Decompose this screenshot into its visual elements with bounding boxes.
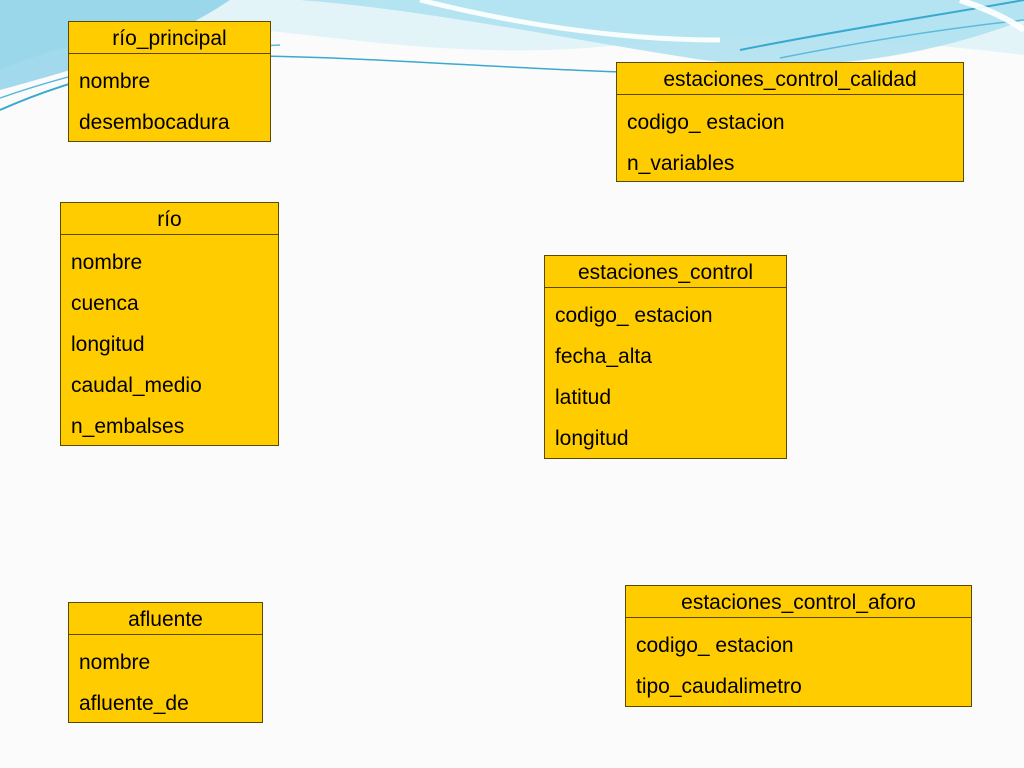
attribute-list: codigo_ estacion tipo_caudalimetro bbox=[626, 618, 971, 707]
attribute: caudal_medio bbox=[71, 374, 202, 397]
entity-estaciones-control: estaciones_control codigo_ estacion fech… bbox=[544, 255, 787, 459]
entity-title: estaciones_control_aforo bbox=[626, 586, 971, 618]
attribute: afluente_de bbox=[79, 692, 189, 715]
attribute: tipo_caudalimetro bbox=[636, 675, 802, 698]
attribute: desembocadura bbox=[79, 111, 230, 134]
attribute: n_embalses bbox=[71, 415, 185, 438]
attribute: nombre bbox=[71, 251, 143, 274]
entity-title: estaciones_control_calidad bbox=[617, 63, 963, 95]
attribute: nombre bbox=[79, 651, 151, 674]
attribute: codigo_ estacion bbox=[627, 111, 785, 134]
entity-estaciones-control-aforo: estaciones_control_aforo codigo_ estacio… bbox=[625, 585, 972, 707]
entity-rio: río nombre cuenca longitud caudal_medio … bbox=[60, 202, 279, 446]
attribute: cuenca bbox=[71, 292, 139, 315]
entity-title: estaciones_control bbox=[545, 256, 786, 288]
attribute-list: nombre cuenca longitud caudal_medio n_em… bbox=[61, 235, 278, 447]
attribute-list: nombre afluente_de bbox=[69, 635, 262, 724]
entity-afluente: afluente nombre afluente_de bbox=[68, 602, 263, 723]
attribute-list: codigo_ estacion n_variables bbox=[617, 95, 963, 184]
attribute: nombre bbox=[79, 70, 151, 93]
attribute: codigo_ estacion bbox=[555, 304, 713, 327]
attribute: longitud bbox=[71, 333, 145, 356]
entity-title: río_principal bbox=[69, 22, 270, 54]
entity-title: río bbox=[61, 203, 278, 235]
attribute: latitud bbox=[555, 386, 612, 409]
attribute-list: nombre desembocadura bbox=[69, 54, 270, 143]
attribute-list: codigo_ estacion fecha_alta latitud long… bbox=[545, 288, 786, 459]
entity-rio-principal: río_principal nombre desembocadura bbox=[68, 21, 271, 142]
attribute: n_variables bbox=[627, 152, 735, 175]
attribute: longitud bbox=[555, 427, 629, 450]
attribute: codigo_ estacion bbox=[636, 634, 794, 657]
entity-title: afluente bbox=[69, 603, 262, 635]
entity-estaciones-control-calidad: estaciones_control_calidad codigo_ estac… bbox=[616, 62, 964, 182]
attribute: fecha_alta bbox=[555, 345, 652, 368]
